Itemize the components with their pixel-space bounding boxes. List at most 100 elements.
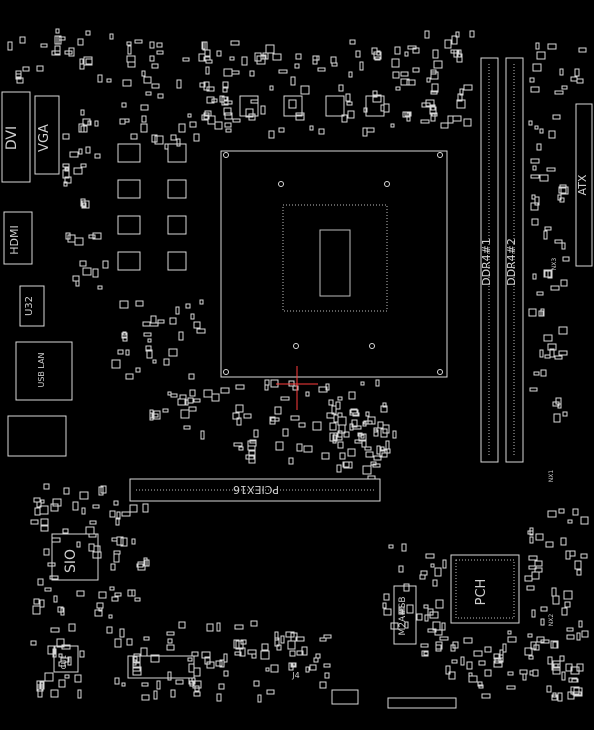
passive-component [243,413,252,419]
passive-component [398,606,405,615]
passive-component [232,118,241,123]
passive-component [563,590,573,600]
passive-component [434,567,442,577]
passive-component [147,338,152,343]
passive-component [309,125,314,131]
passive-component [223,68,233,77]
passive-component [403,583,410,592]
passive-component [578,47,587,53]
passive-component [240,639,247,645]
passive-component [170,689,176,698]
passive-component [94,120,99,127]
passive-component [531,571,540,580]
vrm-mosfet [117,179,141,199]
passive-component [269,85,274,91]
passive-component [187,113,192,118]
passive-component [559,197,565,203]
passive-component [153,410,161,420]
passive-component [111,537,118,542]
passive-component [63,487,70,495]
passive-component [580,516,589,525]
passive-component [142,321,151,327]
passive-component [164,143,169,150]
passive-component [143,332,152,337]
passive-component [109,510,116,518]
passive-component [435,644,442,652]
passive-component [141,682,149,687]
ddr4-1-label: DDR4#1 [480,238,493,286]
passive-component [383,608,392,616]
passive-component [167,671,172,681]
passive-component [124,118,130,123]
passive-component [270,417,280,422]
passive-component [249,70,255,77]
passive-component [97,285,103,290]
passive-component [166,631,175,636]
passive-component [57,606,64,613]
passive-component [558,508,565,514]
passive-component [178,621,186,629]
passive-component [553,413,561,423]
passive-component [44,587,52,592]
passive-component [219,659,225,668]
passive-component [383,593,390,601]
passive-component [380,446,385,452]
passive-component [347,448,356,457]
passive-component [261,643,269,651]
passive-component [552,692,557,698]
usb-lan-connector [15,341,73,401]
passive-component [206,86,215,92]
passive-component [478,684,484,689]
passive-component [528,120,533,126]
passive-component [463,118,472,127]
passive-component [370,461,377,466]
passive-component [126,41,132,46]
passive-component [274,631,279,641]
passive-component [203,389,213,398]
passive-component [200,430,205,440]
passive-component [294,63,300,69]
passive-component [33,598,40,605]
passive-component [266,689,275,695]
passive-component [460,656,465,666]
passive-component [74,674,82,683]
passive-component [379,449,388,458]
passive-component [82,118,91,126]
dvi-label: DVI [4,126,20,150]
usb32-label: U32 [24,296,35,316]
passive-component [400,71,409,77]
passive-component [247,649,257,655]
passive-component [494,657,502,664]
vrm-choke [325,95,345,117]
passive-component [64,674,70,679]
passive-component [114,592,122,597]
ddr4-slot-1 [480,57,499,463]
passive-component [50,627,60,633]
passive-component [484,646,492,653]
passive-component [435,599,444,609]
passive-component [552,114,561,120]
passive-component [562,256,570,262]
passive-component [535,42,540,50]
passive-component [288,99,297,109]
passive-component [85,58,93,65]
passive-component [569,550,576,557]
passive-component [16,77,24,84]
passive-component [222,81,229,89]
m2-connector [393,585,417,645]
passive-component [191,651,199,657]
passive-component [539,174,549,182]
passive-component [288,457,294,465]
passive-component [193,321,201,329]
passive-component [581,630,589,638]
passive-component [382,602,387,609]
passive-component [546,685,552,693]
passive-component [552,595,560,605]
passive-component [188,406,197,412]
passive-component [204,49,211,57]
passive-component [484,669,492,677]
passive-component [56,638,65,648]
vrm-mosfet [117,215,141,235]
passive-component [398,565,404,573]
passive-component [205,59,213,64]
